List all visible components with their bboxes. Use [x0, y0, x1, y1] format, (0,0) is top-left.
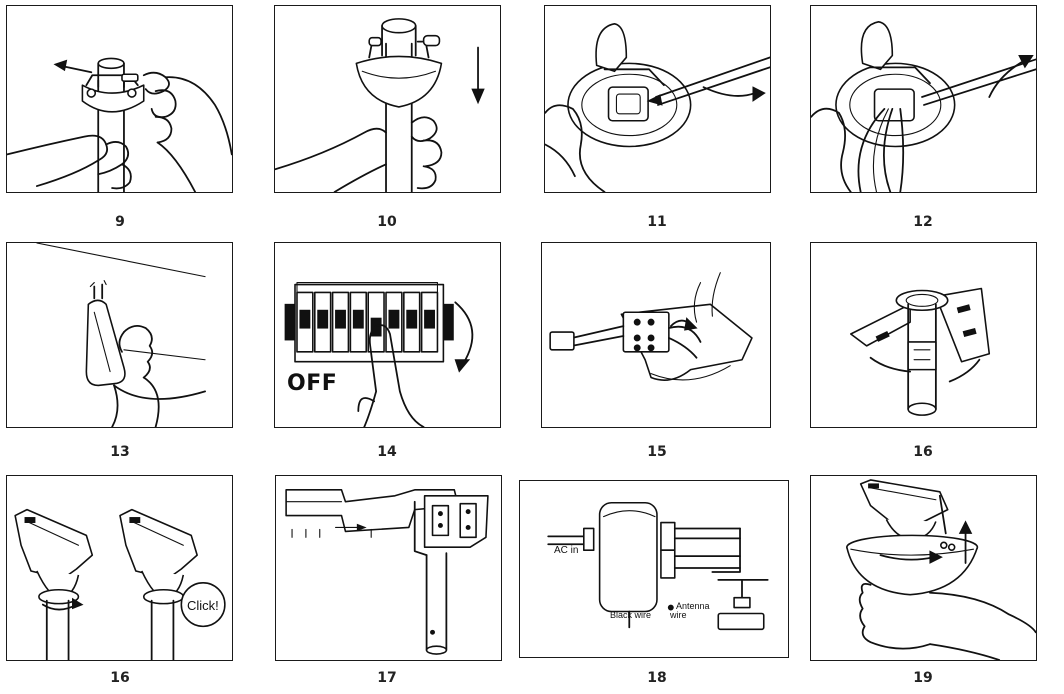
- step-14-panel: OFF: [274, 242, 501, 428]
- click-label: Click!: [187, 598, 219, 613]
- step-12-illustration: [811, 21, 1036, 192]
- step-13-illustration: [36, 243, 206, 427]
- step-16-illustration-b: [14, 508, 226, 660]
- black-wire-label: Black wire: [610, 610, 652, 620]
- step-17-illustration: [285, 489, 489, 655]
- step-16-panel-b: Click!: [6, 475, 233, 661]
- step-14-number: 14: [377, 444, 397, 460]
- step-11-panel: [544, 5, 771, 193]
- step-15-illustration: [549, 272, 753, 381]
- step-9-number: 9: [115, 214, 125, 230]
- step-19-illustration: [846, 479, 1036, 660]
- step-15-number: 15: [647, 444, 667, 460]
- antenna-wire-label-line1: Antenna: [676, 601, 710, 611]
- step-18-number: 18: [647, 670, 667, 686]
- step-17-panel: [275, 475, 502, 661]
- step-17-number: 17: [377, 670, 397, 686]
- breaker-off-label: OFF: [287, 371, 338, 396]
- step-12-number: 12: [913, 214, 933, 230]
- step-12-panel: [810, 5, 1037, 193]
- step-19-panel: [810, 475, 1037, 661]
- step-18-panel: AC in Black wire Antenna wire: [519, 480, 789, 658]
- step-18-illustration: [547, 501, 769, 631]
- step-15-panel: [541, 242, 771, 428]
- step-10-number: 10: [377, 214, 397, 230]
- step-16-number-a: 16: [913, 444, 933, 460]
- step-11-illustration: [545, 23, 770, 192]
- step-10-panel: [274, 5, 501, 193]
- step-16-panel-a: [810, 242, 1037, 428]
- step-13-number: 13: [110, 444, 130, 460]
- step-14-illustration: [284, 282, 474, 427]
- step-11-number: 11: [647, 214, 667, 230]
- step-16-illustration-a: [849, 287, 991, 416]
- ac-in-label: AC in: [554, 545, 579, 556]
- step-9-panel: [6, 5, 233, 193]
- antenna-wire-label-line2: wire: [670, 610, 687, 620]
- step-16-number-b: 16: [110, 670, 130, 686]
- step-10-illustration: [275, 18, 485, 192]
- step-9-illustration: [7, 57, 232, 192]
- step-19-number: 19: [913, 670, 933, 686]
- step-13-panel: [6, 242, 233, 428]
